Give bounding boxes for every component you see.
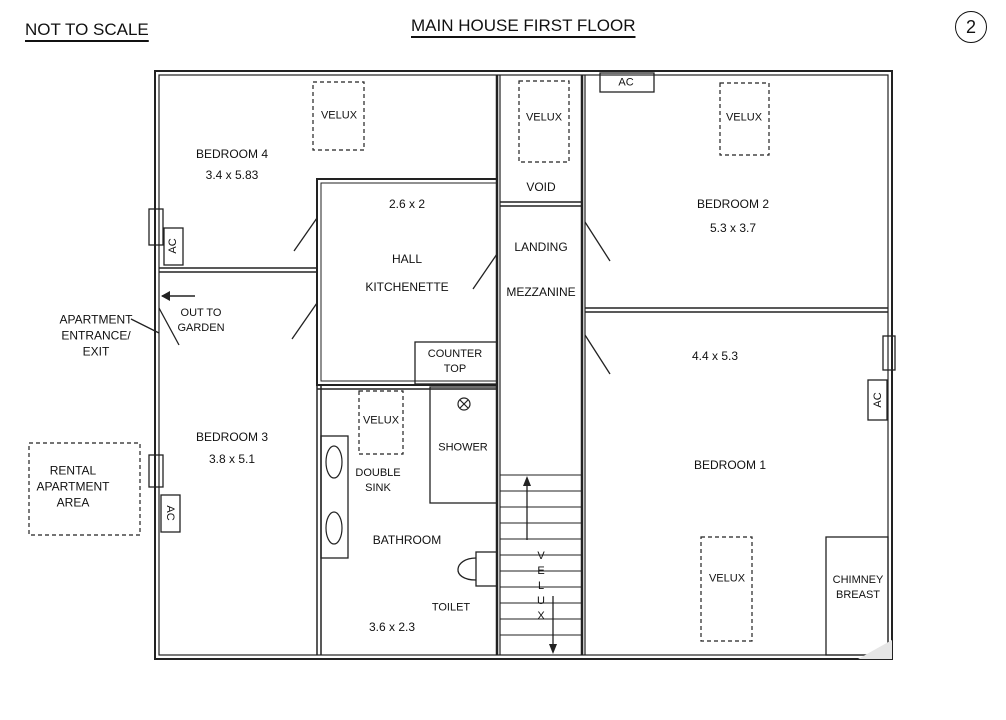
ac-unit xyxy=(160,494,181,533)
apartment-entrance-label: APARTMENT ENTRANCE/ EXIT xyxy=(60,312,133,361)
page-number-badge: 2 xyxy=(955,11,987,43)
apartment-entrance-line3: EXIT xyxy=(82,345,110,360)
apartment-entrance-line1: APARTMENT xyxy=(59,312,133,327)
double-sink-line1: DOUBLE xyxy=(355,467,401,480)
window xyxy=(148,454,164,488)
bedroom4-label: BEDROOM 4 xyxy=(195,146,269,161)
ac-label: AC xyxy=(167,238,179,254)
velux-label: VELUX xyxy=(525,111,563,124)
chimney-breast xyxy=(825,536,889,656)
toilet xyxy=(475,551,498,587)
bedroom3-label: BEDROOM 3 xyxy=(195,429,269,444)
ac-label: AC xyxy=(872,392,884,408)
velux-label: VELUX xyxy=(362,414,400,427)
chimney-breast-line2: BREAST xyxy=(835,589,881,601)
shower xyxy=(429,386,498,504)
rental-area-outline xyxy=(28,442,141,536)
outer-wall xyxy=(154,70,893,660)
ac-unit xyxy=(599,72,655,93)
bedroom2-size: 5.3 x 3.7 xyxy=(709,220,757,235)
out-to-garden-label: OUT TO GARDEN xyxy=(177,306,224,336)
counter-top xyxy=(414,341,498,385)
kitchenette-label: KITCHENETTE xyxy=(365,279,449,294)
out-to-garden-line2: GARDEN xyxy=(177,322,225,334)
velux-label: VELUX xyxy=(320,109,358,122)
bedroom3-size: 3.8 x 5.1 xyxy=(208,451,256,466)
plan-title: MAIN HOUSE FIRST FLOOR xyxy=(411,16,636,35)
shower-label: SHOWER xyxy=(438,441,488,454)
chimney-breast-label: CHIMNEY BREAST xyxy=(833,573,884,603)
stair-velux-letter: E xyxy=(537,565,545,577)
bedroom2-label: BEDROOM 2 xyxy=(696,196,770,211)
stair-velux-letter: L xyxy=(537,580,545,592)
bedroom1-label: BEDROOM 1 xyxy=(693,457,767,472)
void-label: VOID xyxy=(526,179,556,194)
rental-area-label: RENTAL APARTMENT AREA xyxy=(37,463,110,512)
scale-note: NOT TO SCALE xyxy=(25,20,149,39)
staircase xyxy=(500,474,582,648)
window xyxy=(148,208,164,246)
velux-window xyxy=(358,390,404,455)
bathroom-label: BATHROOM xyxy=(372,532,442,547)
counter-top-label: COUNTER TOP xyxy=(428,347,482,377)
counter-top-line2: TOP xyxy=(443,363,467,375)
ac-label: AC xyxy=(618,76,634,89)
velux-window xyxy=(518,80,570,163)
velux-window xyxy=(312,81,365,151)
rental-area-line2: APARTMENT xyxy=(36,479,110,494)
counter-top-line1: COUNTER xyxy=(427,348,483,361)
bedroom4-size: 3.4 x 5.83 xyxy=(205,167,259,182)
velux-label: VELUX xyxy=(725,111,763,124)
bedroom1-size: 4.4 x 5.3 xyxy=(691,348,739,363)
ac-label: AC xyxy=(164,505,176,521)
stair-velux-letter: X xyxy=(537,610,545,622)
double-sink-line2: SINK xyxy=(365,482,391,494)
shower-drain-icon xyxy=(457,397,471,411)
stair-velux-letter: U xyxy=(537,595,545,607)
ac-unit xyxy=(867,379,888,421)
rental-area-line1: RENTAL xyxy=(49,463,97,478)
velux-label: VELUX xyxy=(708,572,746,585)
double-sink xyxy=(320,435,349,559)
hall-size: 2.6 x 2 xyxy=(388,196,426,211)
bathroom-size: 3.6 x 2.3 xyxy=(368,619,416,634)
stair-velux-label: V E L U X xyxy=(535,549,547,624)
toilet-label: TOILET xyxy=(431,601,471,614)
page-number: 2 xyxy=(965,16,976,37)
apartment-entrance-line2: ENTRANCE/ xyxy=(61,328,131,343)
window xyxy=(882,335,896,371)
out-to-garden-line1: OUT TO xyxy=(180,307,222,320)
velux-window xyxy=(700,536,753,642)
mezzanine-label: MEZZANINE xyxy=(506,284,576,299)
landing-label: LANDING xyxy=(514,239,568,254)
hall-label: HALL xyxy=(391,251,423,266)
ac-unit xyxy=(163,227,184,266)
rental-area-line3: AREA xyxy=(56,496,90,511)
double-sink-label: DOUBLE SINK xyxy=(355,466,400,496)
stair-velux-letter: V xyxy=(537,550,545,562)
chimney-breast-line1: CHIMNEY xyxy=(832,574,884,587)
velux-window xyxy=(719,82,770,156)
